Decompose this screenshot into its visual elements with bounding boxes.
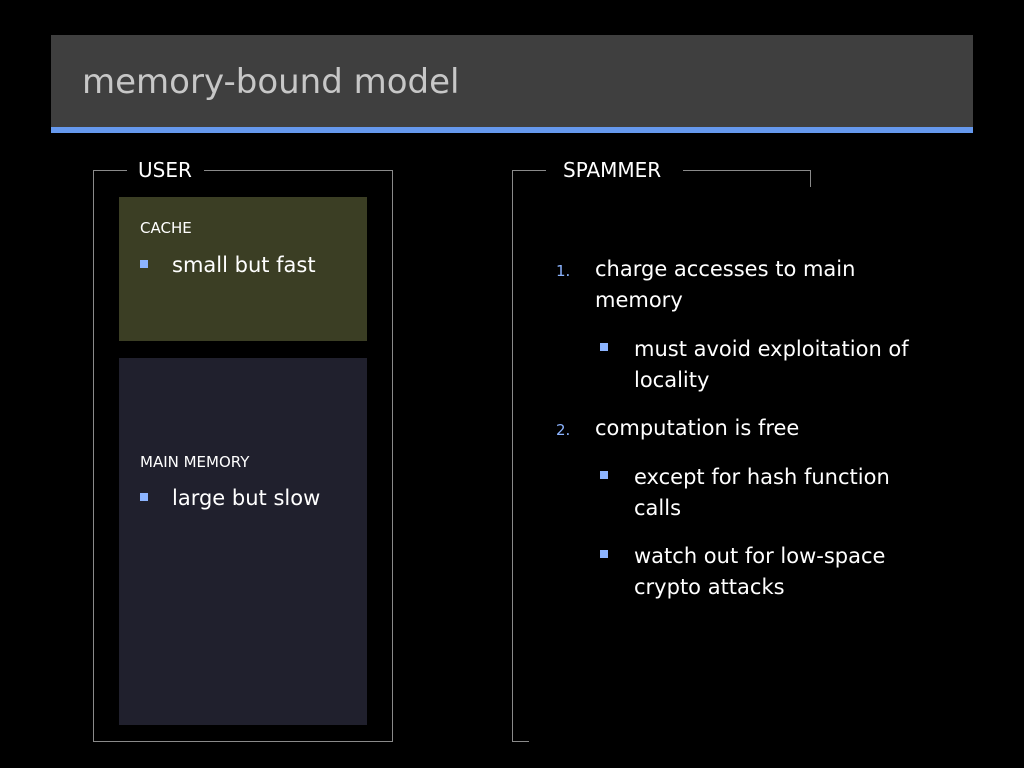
spammer-list: 1. charge accesses to main memory must a…	[556, 254, 936, 620]
list-item-text: computation is free	[595, 416, 800, 440]
list-number: 2.	[556, 421, 571, 439]
cache-box: CACHE small but fast	[119, 197, 367, 341]
sub-list-item: except for hash function calls	[556, 462, 936, 524]
main-memory-label: MAIN MEMORY	[140, 453, 250, 471]
main-memory-bullet-text: large but slow	[172, 486, 321, 510]
spammer-frame-right-stub	[810, 170, 811, 187]
list-item: 1. charge accesses to main memory	[556, 254, 936, 316]
slide-title: memory-bound model	[82, 62, 460, 102]
title-bar	[51, 35, 973, 129]
user-frame-top-left	[93, 170, 127, 171]
title-underline	[51, 127, 973, 133]
cache-bullet: small but fast	[140, 251, 316, 279]
square-bullet-icon	[140, 260, 148, 268]
spammer-frame-left	[512, 170, 513, 742]
spammer-heading: SPAMMER	[563, 158, 662, 182]
main-memory-box: MAIN MEMORY large but slow	[119, 358, 367, 725]
spammer-frame-top-right	[683, 170, 811, 171]
user-frame-right	[392, 170, 393, 742]
spammer-frame-bottom-stub	[512, 741, 529, 742]
list-item: 2. computation is free	[556, 413, 936, 444]
user-heading: USER	[138, 158, 192, 182]
user-frame-bottom	[93, 741, 393, 742]
square-bullet-icon	[140, 493, 148, 501]
list-number: 1.	[556, 262, 571, 280]
main-memory-bullet: large but slow	[140, 484, 320, 512]
square-bullet-icon	[600, 550, 608, 558]
square-bullet-icon	[600, 343, 608, 351]
sub-list-item-text: must avoid exploitation of locality	[634, 337, 909, 392]
cache-bullet-text: small but fast	[172, 253, 316, 277]
spammer-frame-top-left	[512, 170, 546, 171]
cache-label: CACHE	[140, 219, 192, 237]
sub-list-item: watch out for low-space crypto attacks	[556, 541, 936, 603]
square-bullet-icon	[600, 471, 608, 479]
list-item-text: charge accesses to main memory	[595, 257, 856, 312]
sub-list-item-text: watch out for low-space crypto attacks	[634, 544, 886, 599]
sub-list-item: must avoid exploitation of locality	[556, 334, 936, 396]
sub-list-item-text: except for hash function calls	[634, 465, 890, 520]
user-frame-left	[93, 170, 94, 742]
user-frame-top-right	[204, 170, 393, 171]
